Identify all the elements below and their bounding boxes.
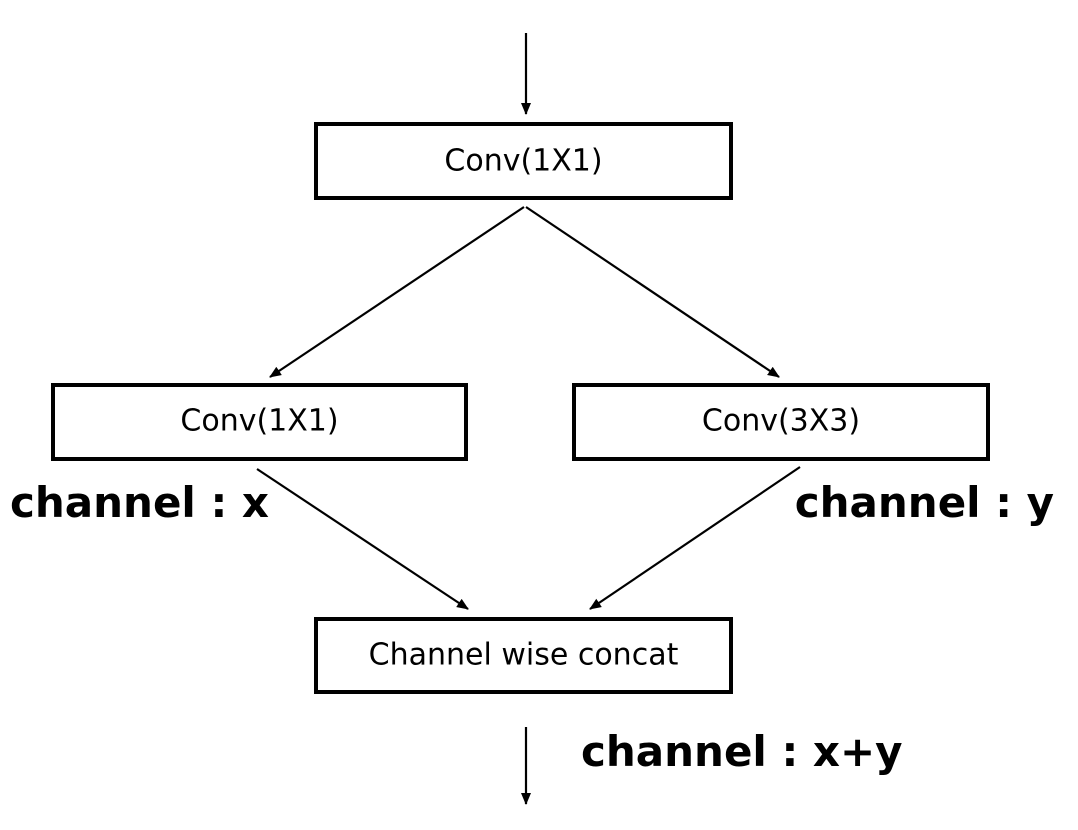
node-right-conv-box: [572, 383, 990, 461]
left-channel-label: channel : x: [10, 478, 269, 527]
node-top-conv: Conv(1X1): [314, 122, 733, 200]
right-channel-label: channel : y: [795, 478, 1054, 527]
edge-left-to-concat: [256, 468, 469, 610]
node-concat: Channel wise concat: [314, 617, 733, 694]
edge-top-to-right: [525, 206, 780, 378]
node-left-conv-box: [51, 383, 468, 461]
node-left-conv-label: Conv(1X1): [180, 404, 338, 439]
edge-top-to-left: [269, 206, 525, 378]
node-right-conv-label: Conv(3X3): [702, 404, 860, 439]
node-right-conv: Conv(3X3): [572, 383, 990, 461]
edge-right-to-concat: [589, 466, 801, 610]
node-concat-box: [314, 617, 733, 694]
node-top-conv-label: Conv(1X1): [444, 144, 602, 179]
node-concat-label: Channel wise concat: [369, 638, 679, 673]
output-channel-label: channel : x+y: [581, 727, 903, 776]
node-left-conv: Conv(1X1): [51, 383, 468, 461]
node-top-conv-box: [314, 122, 733, 200]
